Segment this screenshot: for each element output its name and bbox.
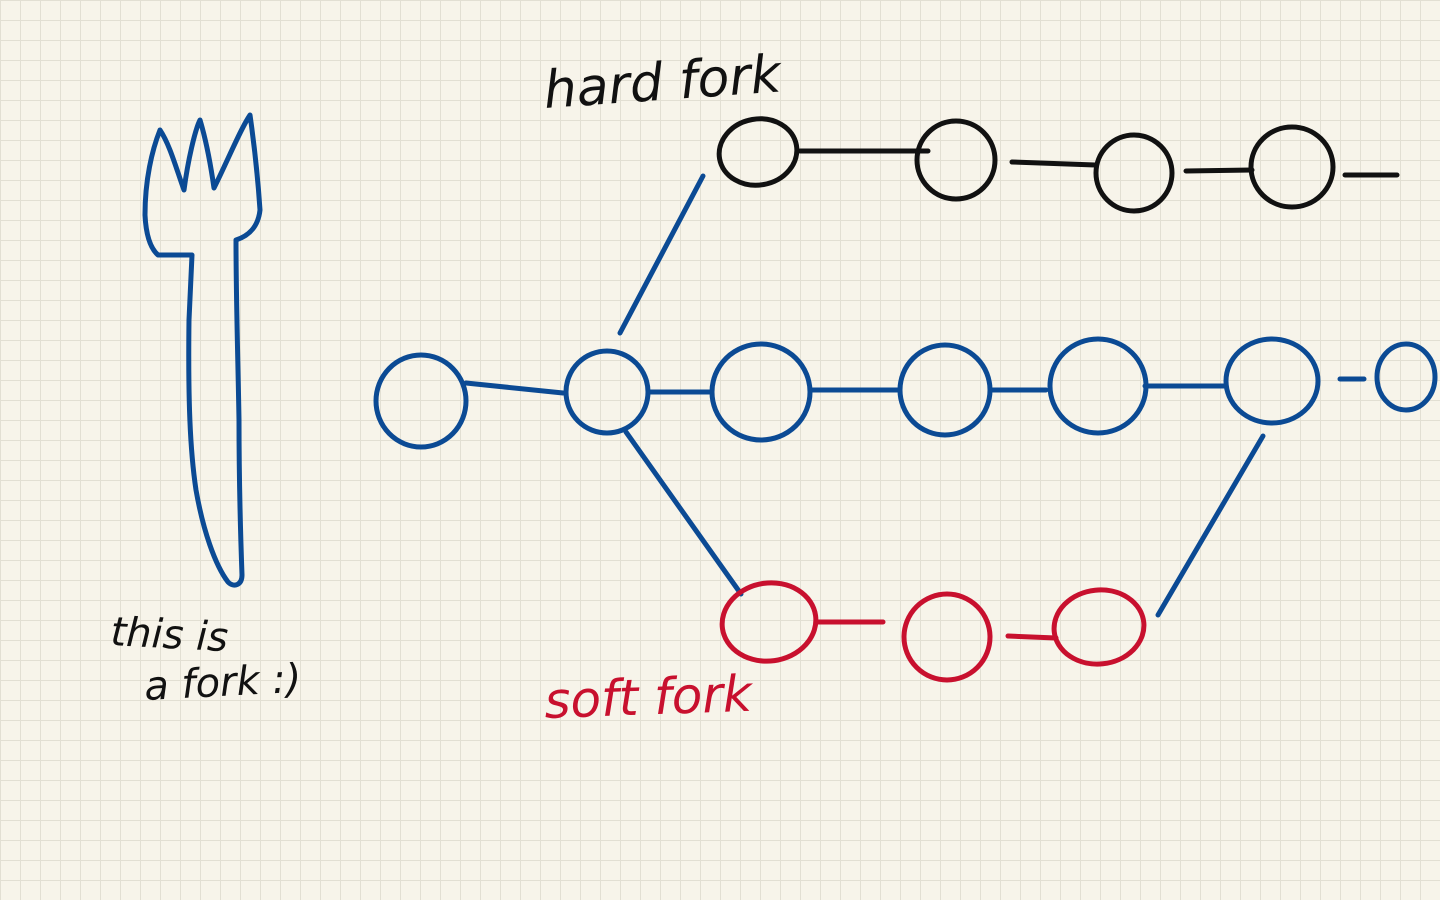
main-link-1 [463,380,566,396]
fork-sketch-icon [142,112,263,588]
hard-link-3 [1183,167,1255,174]
main-block-3 [709,341,813,443]
hard-link-2 [1009,159,1098,168]
soft-fork-label: soft fork [543,665,754,730]
soft-fork-links [815,619,1059,641]
fork-branch-up [617,173,706,336]
soft-fork-blocks [719,580,1147,683]
main-chain-blocks [373,336,1438,450]
soft-link-2 [1005,633,1059,641]
soft-block-3 [1051,587,1147,667]
hard-block-4 [1248,124,1336,210]
hard-block-1 [716,116,800,188]
hard-fork-blocks [716,116,1336,214]
main-block-5 [1047,336,1149,436]
main-block-4 [897,342,993,438]
soft-block-2 [901,591,993,683]
soft-block-1 [719,580,819,664]
fork-branch-down [623,429,744,597]
fork-caption-line2: a fork :) [143,656,302,710]
hard-block-3 [1093,132,1175,214]
hard-fork-label: hard fork [542,44,785,121]
hard-fork-links [797,148,1400,178]
main-block-7 [1374,341,1438,413]
fork-caption-line1: this is [109,609,229,661]
main-block-2 [563,348,651,436]
hard-block-2 [914,118,998,202]
main-chain-links [463,173,1367,618]
main-block-6 [1223,336,1321,426]
soft-fork-rejoin [1155,433,1266,618]
main-block-1 [373,352,469,450]
